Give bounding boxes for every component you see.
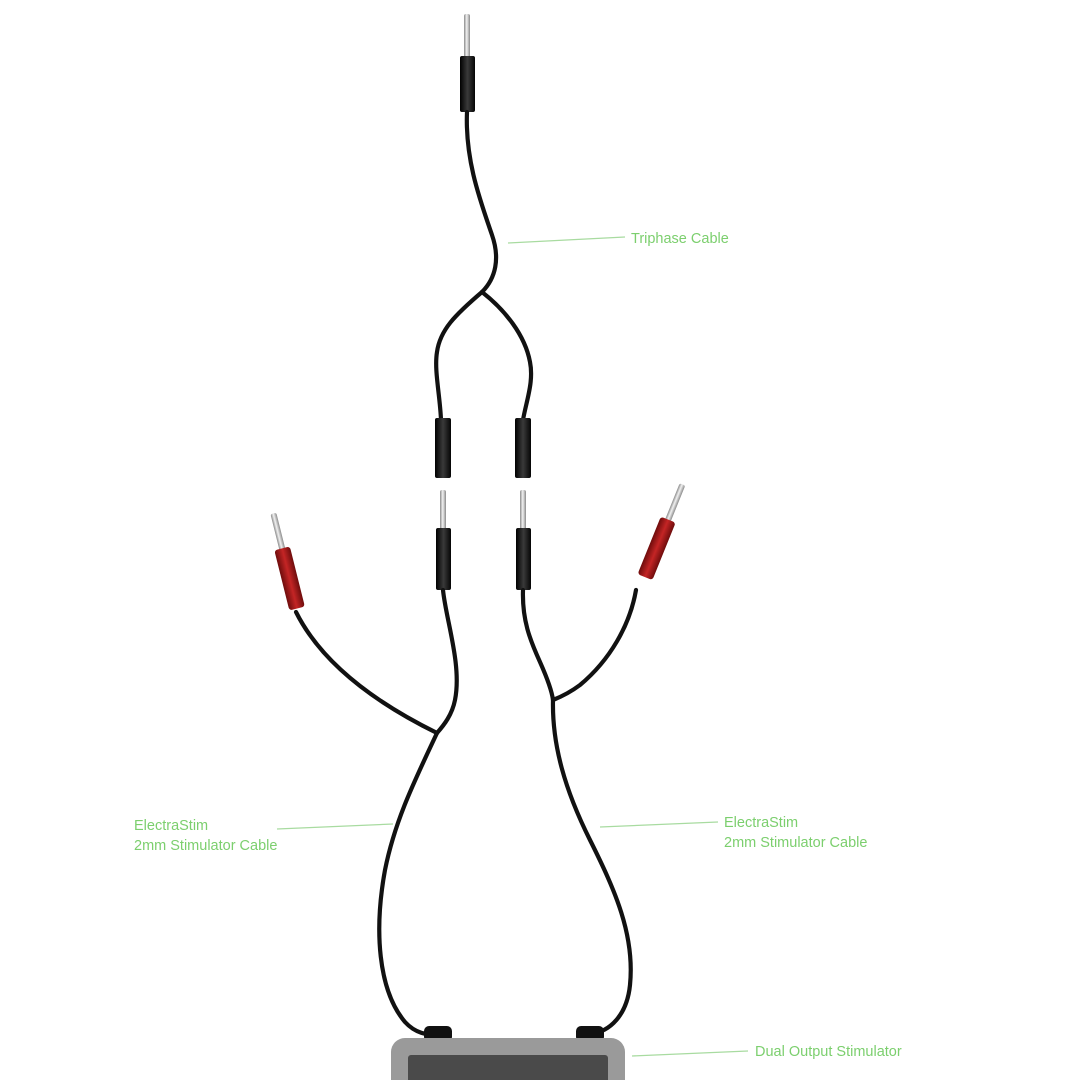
- left-red-plug-group: [270, 513, 305, 610]
- left-cable-label-group: ElectraStim 2mm Stimulator Cable: [134, 818, 394, 854]
- triphase-left-branch: [434, 289, 485, 423]
- right-black-pin: [520, 490, 526, 530]
- triphase-pin: [464, 14, 470, 58]
- triphase-leader-line: [507, 236, 626, 244]
- left-red-pin: [270, 513, 286, 551]
- left-combined-wire: [377, 730, 441, 1037]
- right-cable-leader-line: [599, 821, 719, 828]
- triphase-label-group: Triphase Cable: [507, 231, 729, 247]
- right-black-wire: [520, 587, 556, 703]
- left-cable-leader-line: [276, 823, 394, 830]
- dual-output-stimulator: [391, 1038, 625, 1080]
- triphase-right-branch: [479, 289, 534, 423]
- left-black-wire: [434, 587, 459, 736]
- left-red-plug: [274, 547, 305, 610]
- stimulator-label: Dual Output Stimulator: [755, 1044, 902, 1060]
- left-cable-label-line2: 2mm Stimulator Cable: [134, 838, 277, 854]
- right-red-wire: [550, 587, 639, 703]
- stimulator-leader-line: [631, 1050, 749, 1057]
- right-red-plug-group: [638, 483, 685, 580]
- left-red-wire: [293, 609, 440, 736]
- right-cable-label-line2: 2mm Stimulator Cable: [724, 835, 867, 851]
- stimulator-label-group: Dual Output Stimulator: [631, 1044, 902, 1060]
- triphase-main-wire: [464, 109, 499, 295]
- triphase-right-socket: [515, 418, 531, 478]
- triphase-cable-label: Triphase Cable: [631, 231, 729, 247]
- triphase-left-socket: [435, 418, 451, 478]
- right-black-plug: [516, 528, 531, 590]
- stimulator-screen: [408, 1055, 608, 1080]
- triphase-plug: [460, 56, 475, 112]
- right-red-pin: [665, 483, 685, 522]
- right-cable-label-line1: ElectraStim: [724, 815, 798, 831]
- left-black-plug: [436, 528, 451, 590]
- left-stimulator-cable: [270, 490, 459, 1042]
- left-cable-label-line1: ElectraStim: [134, 818, 208, 834]
- right-combined-wire: [550, 697, 633, 1037]
- left-black-pin: [440, 490, 446, 530]
- right-red-plug: [638, 517, 675, 580]
- right-stimulator-cable: [516, 483, 685, 1042]
- triphase-cable: [434, 14, 534, 478]
- right-cable-label-group: ElectraStim 2mm Stimulator Cable: [599, 815, 867, 851]
